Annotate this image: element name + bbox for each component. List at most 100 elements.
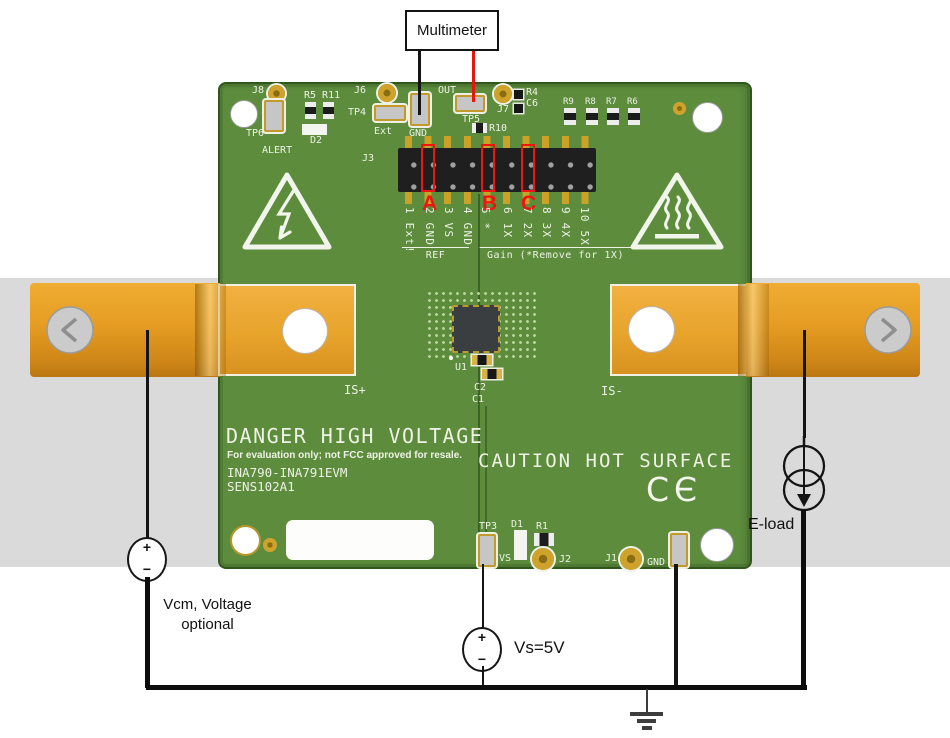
label-d1: D1 [511, 519, 524, 530]
group-label-ref: REF [402, 247, 469, 261]
label-r9: R9 [563, 97, 574, 107]
via-j2 [532, 548, 554, 570]
minus-sign: − [477, 651, 487, 667]
label-tp4: TP4 [348, 107, 367, 118]
marker-box-a [421, 144, 435, 192]
label-r7: R7 [606, 97, 617, 107]
warning-high-voltage-icon [242, 172, 332, 250]
capacitor-c1 [482, 369, 502, 379]
ground-bar [642, 726, 652, 730]
pin-label-2: 2 GND [423, 207, 436, 247]
pin-label-5: 5 * [479, 207, 492, 231]
resistor-r5 [305, 102, 316, 119]
via-j7 [494, 85, 512, 103]
testpoint-gnd-bottom [670, 533, 688, 567]
label-r8: R8 [585, 97, 596, 107]
silkscreen-part-line1: INA790-INA791EVM [227, 465, 348, 480]
marker-letter-b: B [482, 192, 498, 215]
silkscreen-danger: DANGER HIGH VOLTAGE [226, 424, 484, 448]
resistor-r7 [607, 108, 619, 125]
pin1-dot [449, 356, 453, 360]
capacitor-c6 [514, 90, 523, 99]
diode-d2 [302, 124, 327, 135]
ground-bar [630, 712, 663, 716]
label-r10: R10 [489, 123, 508, 134]
via-j8 [268, 85, 285, 102]
label-is-plus: IS+ [344, 383, 366, 397]
eload-symbol [782, 436, 826, 512]
label-j2: J2 [559, 554, 572, 565]
marker-box-b [481, 144, 495, 192]
bolt-icon [864, 306, 912, 354]
mounting-hole [230, 100, 258, 128]
pin-label-10: 10 5X [578, 207, 591, 247]
label-c1: C1 [472, 394, 485, 405]
marker-letter-c: C [521, 192, 537, 215]
resistor-r9 [564, 108, 576, 125]
multimeter-label: Multimeter [416, 22, 487, 39]
wire-eload-top [803, 330, 806, 438]
header-pads-bottom [399, 192, 595, 204]
label-r6: R6 [627, 97, 638, 107]
via [673, 102, 686, 115]
capacitor-c2 [472, 355, 492, 365]
wire-gnd [674, 564, 678, 688]
label-alert: ALERT [262, 145, 293, 156]
wire-multimeter-red [471, 45, 475, 102]
resistor-r11 [323, 102, 334, 119]
wire-vcm-bottom [144, 577, 150, 688]
label-j6: J6 [354, 85, 367, 96]
resistor-r10 [472, 123, 487, 133]
header-j3 [398, 148, 596, 192]
silkscreen-label-box [286, 520, 434, 560]
label-vs: VS [499, 553, 512, 564]
busbar-right [610, 283, 920, 377]
testpoint-tp3 [478, 534, 496, 567]
ground-bar [637, 719, 656, 723]
vcm-source-symbol: + − [127, 537, 167, 582]
wire-vs-bottom [481, 666, 484, 687]
label-gnd-top: GND [409, 128, 428, 139]
vs-label: Vs=5V [514, 638, 565, 657]
label-is-minus: IS- [601, 384, 623, 398]
busbar-bend [195, 284, 226, 376]
trace [485, 406, 487, 534]
bolt-icon [46, 306, 94, 354]
pin-label-4: 4 GND [461, 207, 474, 247]
label-c2: C2 [474, 382, 487, 393]
pin-label-6: 6 1X [501, 207, 514, 239]
testpoint-tp6 [264, 100, 284, 132]
mounting-hole [230, 525, 261, 556]
resistor-r4 [514, 104, 523, 113]
silkscreen-eval-note: For evaluation only; not FCC approved fo… [227, 450, 463, 461]
testpoint-tp4 [374, 105, 406, 121]
diode-d1 [514, 530, 527, 560]
label-j3: J3 [362, 153, 375, 164]
label-r4: R4 [526, 87, 539, 98]
busbar-left [30, 283, 356, 377]
marker-letter-a: A [422, 192, 438, 215]
via-j6 [378, 84, 396, 102]
busbar-bend [738, 284, 769, 376]
label-c6: C6 [526, 98, 539, 109]
board-divider-line [478, 194, 480, 562]
label-d2: D2 [310, 135, 323, 146]
label-tp6: TP6 [246, 128, 265, 139]
label-r5-r11: R5 R11 [304, 90, 341, 101]
testpoint-tp5 [455, 95, 485, 112]
chip-u1 [452, 305, 500, 353]
wire-multimeter-black [417, 47, 421, 115]
multimeter-box: Multimeter [405, 10, 499, 51]
label-j8: J8 [252, 85, 265, 96]
pin-label-7: 7 2X [521, 207, 534, 239]
silkscreen-caution: CAUTION HOT SURFACE [478, 450, 734, 472]
label-tp5: TP5 [462, 114, 481, 125]
plus-sign: + [477, 629, 487, 645]
resistor-r8 [586, 108, 598, 125]
pin-label-3: 3 VS [442, 207, 455, 239]
plus-sign: + [142, 539, 152, 555]
vs-source-symbol: + − [462, 627, 502, 672]
rail-wire [146, 685, 807, 690]
header-pads-top [399, 136, 595, 148]
